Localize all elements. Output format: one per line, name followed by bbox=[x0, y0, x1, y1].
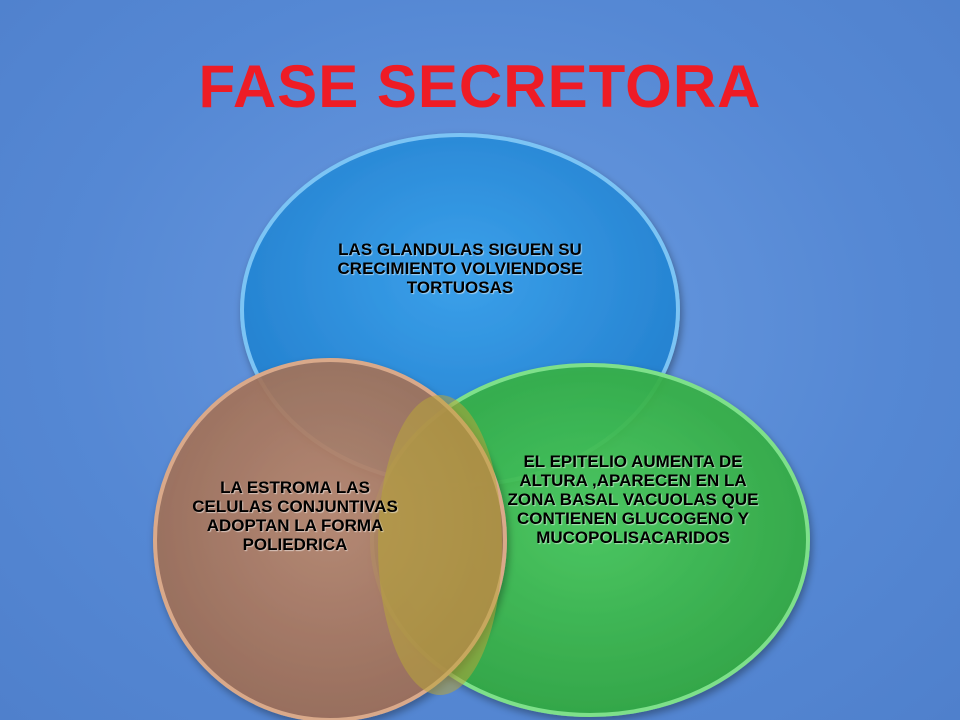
circle-left-text: LA ESTROMA LAS CELULAS CONJUNTIVAS ADOPT… bbox=[192, 478, 398, 555]
slide-title: FASE SECRETORA bbox=[198, 53, 762, 120]
circle-top-text: LAS GLANDULAS SIGUEN SU CRECIMIENTO VOLV… bbox=[337, 240, 583, 298]
circle-right-text: EL EPITELIO AUMENTA DE ALTURA ,APARECEN … bbox=[507, 452, 759, 548]
venn-overlap-highlight bbox=[378, 395, 502, 695]
